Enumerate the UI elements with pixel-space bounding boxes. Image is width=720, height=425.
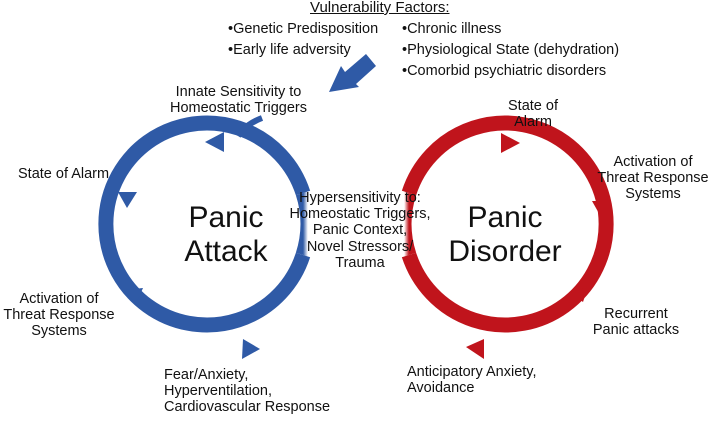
label-innate-sensitivity: Innate Sensitivity to Homeostatic Trigge… [170,84,307,117]
panic-attack-ring-fade [295,190,316,258]
panic-disorder-ring [401,115,614,333]
label-fear-anxiety: Fear/Anxiety, Hyperventilation, Cardiova… [164,367,331,416]
vulnerability-item: •Comorbid psychiatric disorders [402,63,607,79]
center-hypersensitivity: Hypersensitivity to: Homeostatic Trigger… [289,190,431,271]
arrowhead-blue-lower-left [124,288,143,304]
label-activation-blue: Activation of Threat Response Systems [3,291,115,340]
vulnerability-item: •Genetic Predisposition [228,21,379,37]
label-activation-red: Activation of Threat Response Systems [597,154,709,203]
panic-disorder-title: Panic Disorder [448,201,562,268]
label-state-of-alarm-blue: State of Alarm [18,166,110,182]
panic-disorder-ring-fade [396,190,417,258]
label-recurrent-panic: Recurrent Panic attacks [592,306,680,339]
arrowhead-blue-bottom [242,339,260,359]
vulnerability-title: Vulnerability Factors: [310,0,450,16]
arrowhead-red-bottom [466,339,484,359]
vulnerability-item: •Chronic illness [402,21,502,37]
vulnerability-item: •Early life adversity [228,42,351,58]
panic-attack-title: Panic Attack [184,201,268,268]
vulnerability-arrow-icon [329,54,376,92]
vulnerability-item: •Physiological State (dehydration) [402,42,620,58]
arrowhead-blue-top [205,132,224,152]
arrowhead-red-lower-right [570,287,588,302]
innate-feed-arrow [235,115,264,138]
arrowhead-red-right [592,201,611,217]
arrowhead-red-top [501,133,520,153]
arrowhead-blue-left [118,192,137,208]
label-state-of-alarm-red: State of Alarm [508,98,558,131]
label-anticipatory-anxiety: Anticipatory Anxiety, Avoidance [407,364,537,397]
